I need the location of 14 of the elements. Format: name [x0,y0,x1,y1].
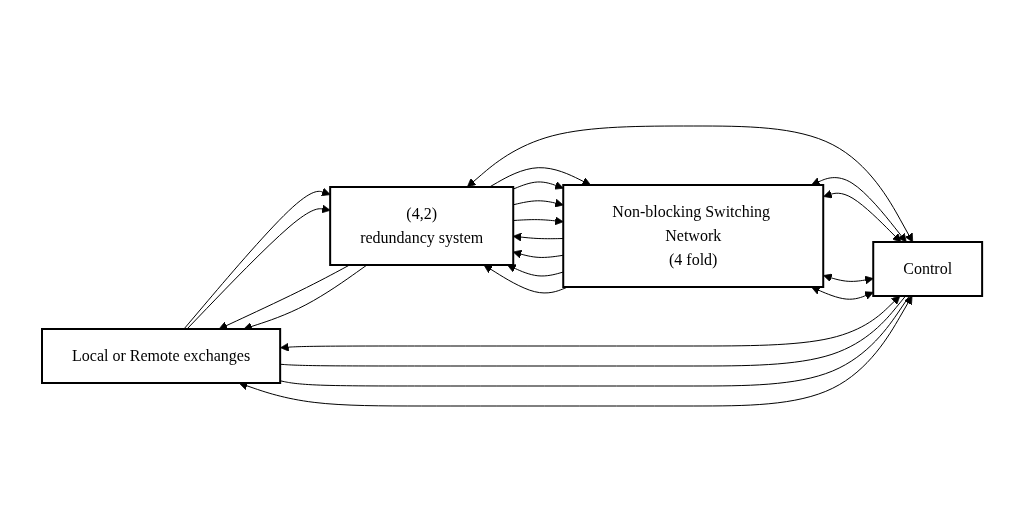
arrow [280,295,901,352]
arrow [219,264,351,330]
arrow [239,295,913,406]
arrow [811,285,875,300]
arrow [467,125,914,242]
node-box: Control [872,240,984,297]
node-box: (4,2) redundancy system [329,185,515,266]
connector [280,295,907,366]
arrow [489,166,592,187]
arrow [823,189,902,242]
arrow [811,176,908,242]
node-box: Local or Remote exchanges [41,327,282,384]
node-box: Non-blocking Switching Network (4 fold) [562,183,825,288]
connector [280,295,911,386]
